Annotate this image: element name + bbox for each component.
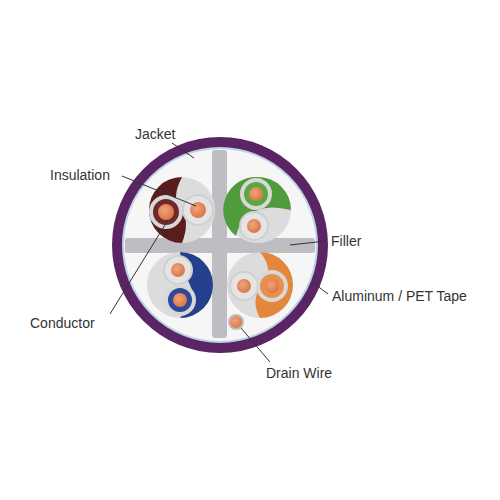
part-label: Jacket [135,125,175,143]
part-label: Insulation [50,166,110,184]
drain-wire [229,315,243,329]
part-label: Conductor [30,314,95,332]
part-label: Filler [331,232,361,250]
part-label: Aluminum / PET Tape [332,287,467,305]
leader-lines [110,143,328,362]
wire-pair-green [223,177,291,243]
wire-pair-brown [149,177,215,243]
part-label: Drain Wire [266,364,332,382]
wire-pair-orange [227,252,293,318]
wire-pair-blue [147,252,213,318]
jacket [112,137,328,353]
